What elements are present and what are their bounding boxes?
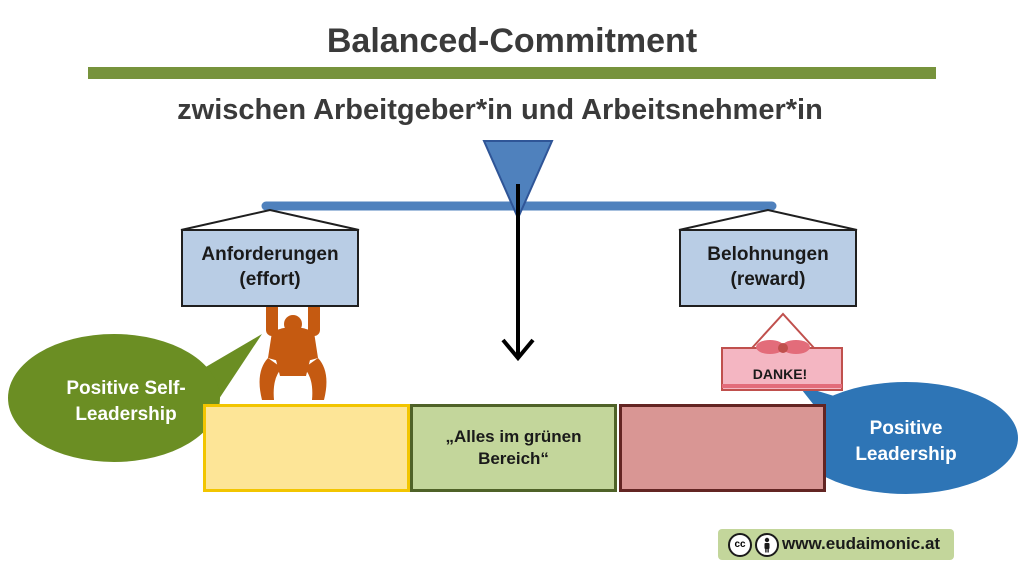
zone-green-label-line2: Bereich“ (478, 449, 549, 468)
self-leadership-label: Positive Self- Leadership (46, 376, 206, 427)
right-pan-hanger (678, 208, 858, 231)
attribution-person-icon (755, 533, 779, 557)
reward-subtitle: (reward) (730, 269, 806, 290)
creative-commons-icon: cc (728, 533, 752, 557)
title-underline (88, 67, 936, 79)
effort-title: Anforderungen (201, 244, 339, 266)
page-subtitle: zwischen Arbeitgeber*in und Arbeitsnehme… (177, 94, 823, 126)
self-leadership-line2: Leadership (75, 403, 177, 425)
gift-box-icon (721, 312, 843, 391)
zone-green-label-line1: „Alles im grünen (445, 426, 582, 446)
website-link[interactable]: www.eudaimonic.at (782, 534, 941, 553)
pointer-arrowhead (501, 338, 535, 362)
reward-box: Belohnungen (reward) (679, 229, 857, 307)
self-leadership-line1: Positive Self- (66, 378, 186, 399)
lifting-person-icon (259, 302, 327, 400)
reward-title: Belohnungen (707, 244, 829, 266)
zone-green: „Alles im grünen Bereich“ (410, 404, 617, 492)
zone-red (619, 404, 826, 492)
positive-leadership-label: Positive Leadership (826, 416, 986, 467)
speech-bubble-self-leadership (8, 334, 262, 462)
positive-leadership-line2: Leadership (855, 443, 957, 465)
effort-subtitle: (effort) (239, 269, 301, 290)
page-title: Balanced-Commitment (326, 22, 698, 60)
scale-pivot (482, 140, 554, 221)
positive-leadership-line1: Positive (869, 418, 943, 439)
zone-yellow (203, 404, 410, 492)
gift-label: DANKE! (752, 366, 808, 382)
speech-bubble-positive-leadership (794, 382, 1018, 494)
left-pan-hanger (180, 208, 360, 231)
effort-box: Anforderungen (effort) (181, 229, 359, 307)
